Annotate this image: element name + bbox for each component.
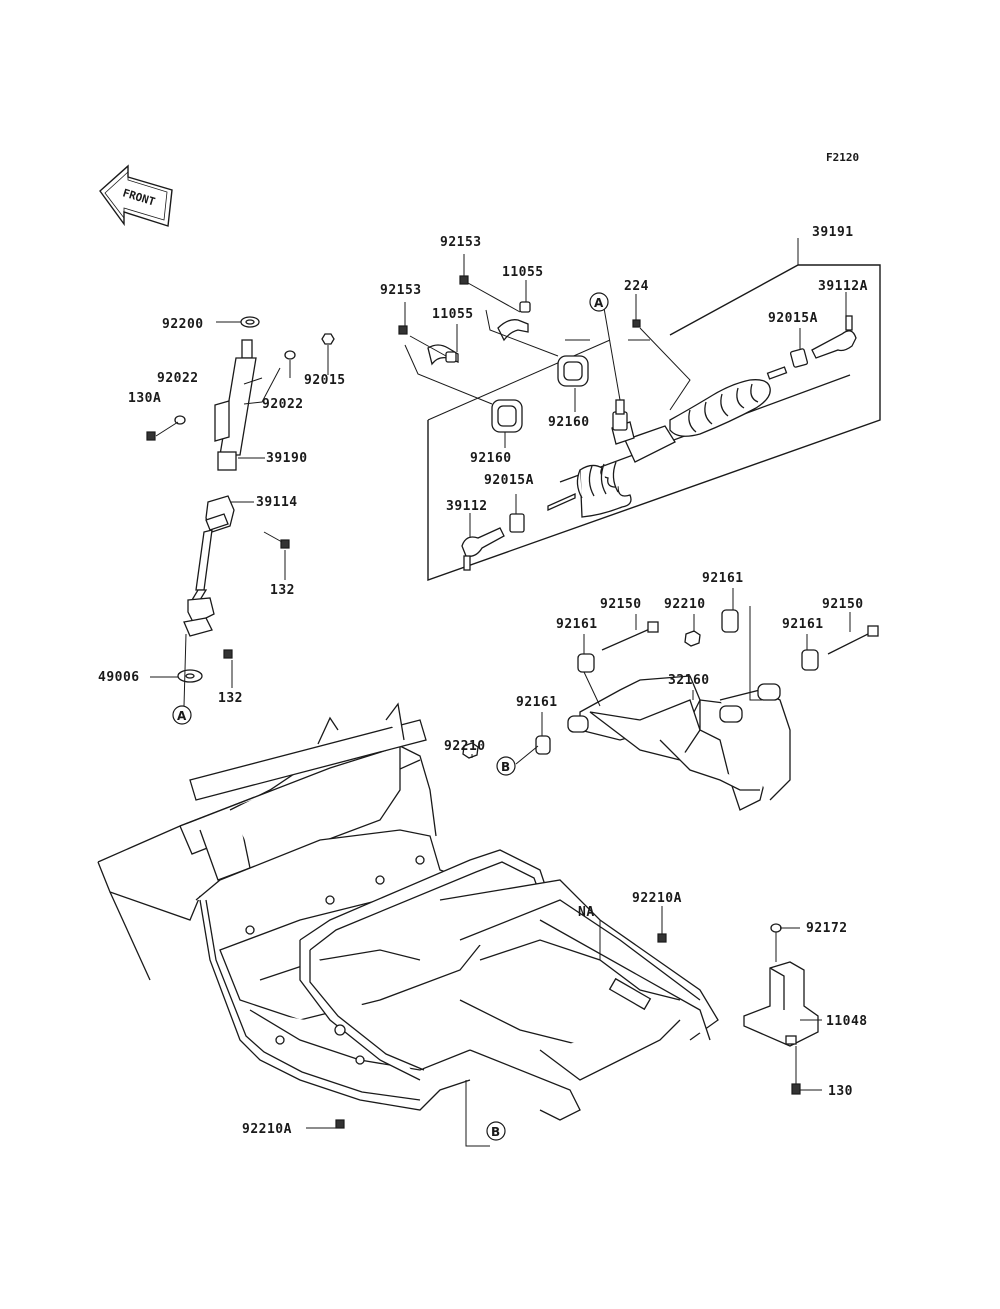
part-na: NA [578, 905, 595, 920]
steering-gear-group: A [398, 238, 881, 581]
callout-a-bottom-text: A [177, 709, 187, 723]
part-11048: 11048 [826, 1014, 868, 1029]
steering-rack [547, 366, 851, 518]
callout-b-top [496, 756, 516, 776]
part-92015a-a: 92015A [768, 311, 818, 326]
part-labels: 39191 92153 11055 92153 11055 224 39112A… [98, 225, 868, 1137]
part-130a: 130A [128, 391, 161, 406]
part-39191: 39191 [812, 225, 854, 240]
part-39114: 39114 [256, 495, 298, 510]
part-132-b: 132 [218, 691, 243, 706]
part-130: 130 [828, 1084, 853, 1099]
part-92153-b: 92153 [380, 283, 422, 298]
part-92161-d: 92161 [516, 695, 558, 710]
callout-b-bottom [486, 1121, 506, 1141]
leader-lines-steering [404, 254, 847, 538]
part-92160-a: 92160 [548, 415, 590, 430]
part-11055-a: 11055 [502, 265, 544, 280]
part-92210a-b: 92210A [242, 1122, 292, 1137]
clamps-bushings [398, 275, 641, 433]
part-92022-b: 92022 [262, 397, 304, 412]
part-49006: 49006 [98, 670, 140, 685]
callout-a-top-text: A [594, 296, 604, 310]
part-11055-b: 11055 [432, 307, 474, 322]
main-frame [97, 702, 719, 1129]
part-132-a: 132 [270, 583, 295, 598]
part-92022-a: 92022 [157, 371, 199, 386]
part-92161-b: 92161 [556, 617, 598, 632]
leader-lines-frame: B [306, 906, 663, 1147]
callout-a-top [589, 292, 609, 312]
steering-column-group: A [146, 316, 335, 725]
part-32160: 32160 [668, 673, 710, 688]
callout-b-bottom-text: B [491, 1125, 500, 1139]
callout-a-bottom [172, 705, 192, 725]
part-92015a-b: 92015A [484, 473, 534, 488]
part-92015: 92015 [304, 373, 346, 388]
part-92150-b: 92150 [822, 597, 864, 612]
part-39190: 39190 [266, 451, 308, 466]
part-224: 224 [624, 279, 649, 294]
bracket-group [743, 923, 822, 1095]
tie-rod-end-left [461, 513, 525, 571]
part-92210a-a: 92210A [632, 891, 682, 906]
part-92150-a: 92150 [600, 597, 642, 612]
figure-code: F2120 [826, 151, 859, 164]
part-39112a: 39112A [818, 279, 868, 294]
tie-rod-end-right [789, 315, 857, 368]
part-39112: 39112 [446, 499, 488, 514]
part-92200: 92200 [162, 317, 204, 332]
part-92210-a: 92210 [664, 597, 706, 612]
part-92153-a: 92153 [440, 235, 482, 250]
suspension-arm-group: B [462, 588, 879, 811]
part-92210-b: 92210 [444, 739, 486, 754]
part-92172: 92172 [806, 921, 848, 936]
part-92161-c: 92161 [782, 617, 824, 632]
part-92161-a: 92161 [702, 571, 744, 586]
callout-b-top-text: B [501, 760, 510, 774]
group-frame-39191 [427, 264, 881, 581]
front-arrow-icon: FRONT [99, 164, 173, 227]
part-92160-b: 92160 [470, 451, 512, 466]
